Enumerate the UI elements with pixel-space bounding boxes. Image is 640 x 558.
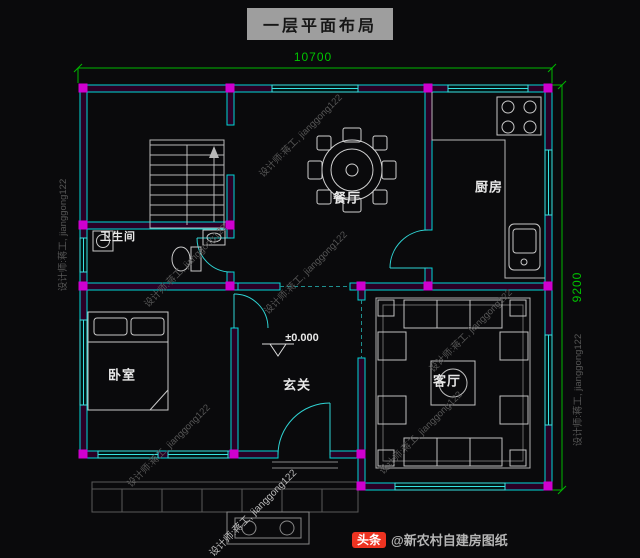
room-label-living: 客厅: [432, 373, 462, 389]
entrance-steps: [226, 461, 338, 545]
windows: [79, 84, 553, 491]
kitchen-counter: [431, 92, 545, 279]
kitchen-sink: [508, 223, 541, 271]
elevation-annotation: ±0.000: [285, 332, 319, 344]
dining-table: [307, 127, 397, 213]
toutiao-logo: 头条: [352, 531, 387, 548]
walls: [79, 84, 553, 491]
bed: [87, 311, 169, 411]
dimension-width-label: 10700: [293, 50, 333, 64]
dimension-height-label: 9200: [570, 271, 584, 303]
door-arcs: [196, 229, 429, 456]
coffee-table: [430, 360, 476, 406]
bathroom-vanity: [202, 229, 226, 246]
page-title: 一层平面布局: [246, 8, 394, 40]
room-label-bedroom: 卧室: [107, 367, 137, 383]
room-label-dining: 餐厅: [332, 190, 362, 206]
room-label-foyer: 玄关: [282, 377, 312, 393]
columns: [78, 83, 553, 491]
stairs: [149, 139, 225, 229]
toilet: [171, 246, 202, 272]
level-symbol: [262, 343, 294, 357]
footer-handle: @新农村自建房图纸: [391, 533, 508, 548]
washing-machine: [92, 230, 114, 252]
room-label-kitchen: 厨房: [474, 179, 504, 195]
stove: [496, 96, 542, 136]
footer-credit: 头条 @新农村自建房图纸: [352, 530, 508, 549]
room-label-bathroom: 卫生间: [100, 231, 136, 243]
porch: [91, 481, 359, 513]
rug: [375, 297, 531, 469]
dimension-lines: [73, 63, 567, 495]
sofa-set: [377, 299, 529, 467]
